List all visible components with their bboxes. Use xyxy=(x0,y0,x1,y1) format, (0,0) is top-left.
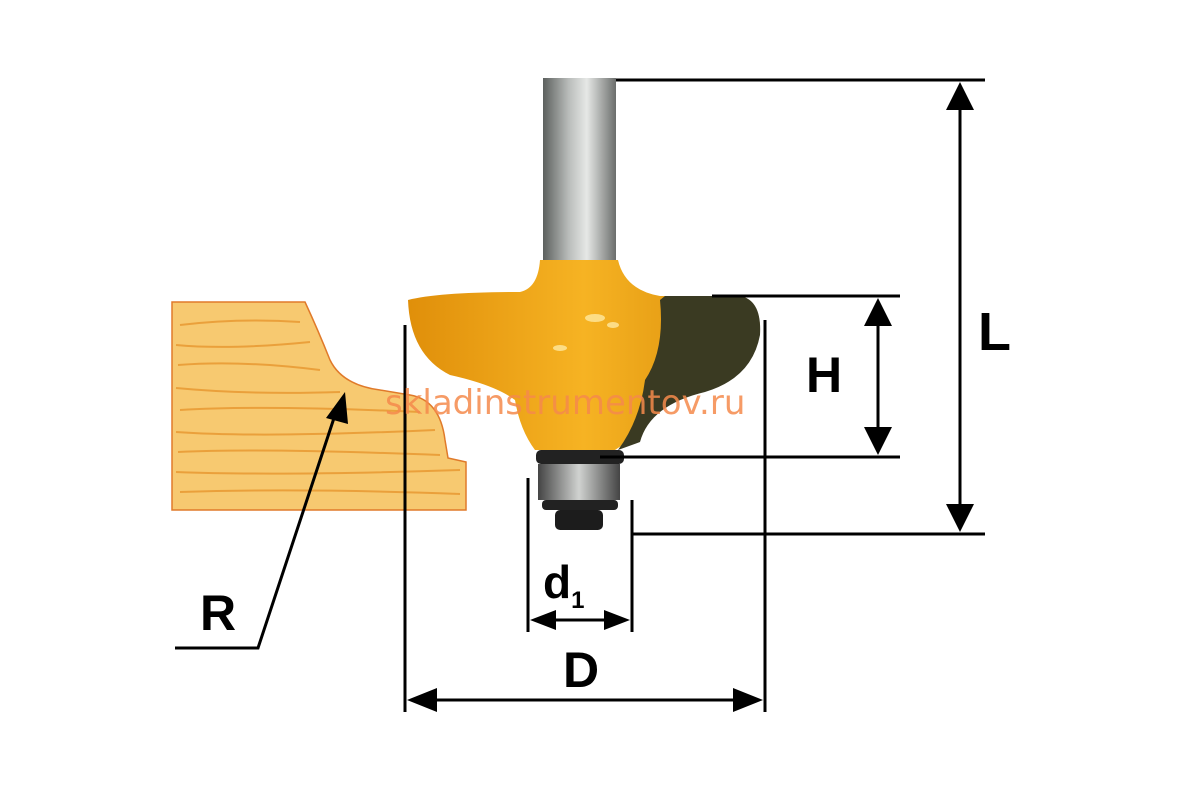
label-d1: d1 xyxy=(543,556,584,614)
label-R: R xyxy=(200,585,236,641)
bearing-screw xyxy=(555,510,603,530)
bearing-washer xyxy=(536,450,624,464)
wood-workpiece xyxy=(171,301,467,511)
label-d-subscript: 1 xyxy=(571,587,584,614)
dimension-arrowheads xyxy=(326,82,974,712)
shank xyxy=(543,78,616,270)
carbide-cutter xyxy=(618,296,761,450)
label-d: d xyxy=(543,556,571,608)
watermark: skladinstrumentov.ru xyxy=(385,383,745,423)
bearing xyxy=(538,464,620,500)
dimension-lines xyxy=(175,78,985,712)
router-bit xyxy=(408,78,761,530)
bearing-washer-lower xyxy=(542,500,618,510)
label-L: L xyxy=(978,302,1011,362)
label-H: H xyxy=(806,347,842,403)
label-D: D xyxy=(563,642,599,698)
